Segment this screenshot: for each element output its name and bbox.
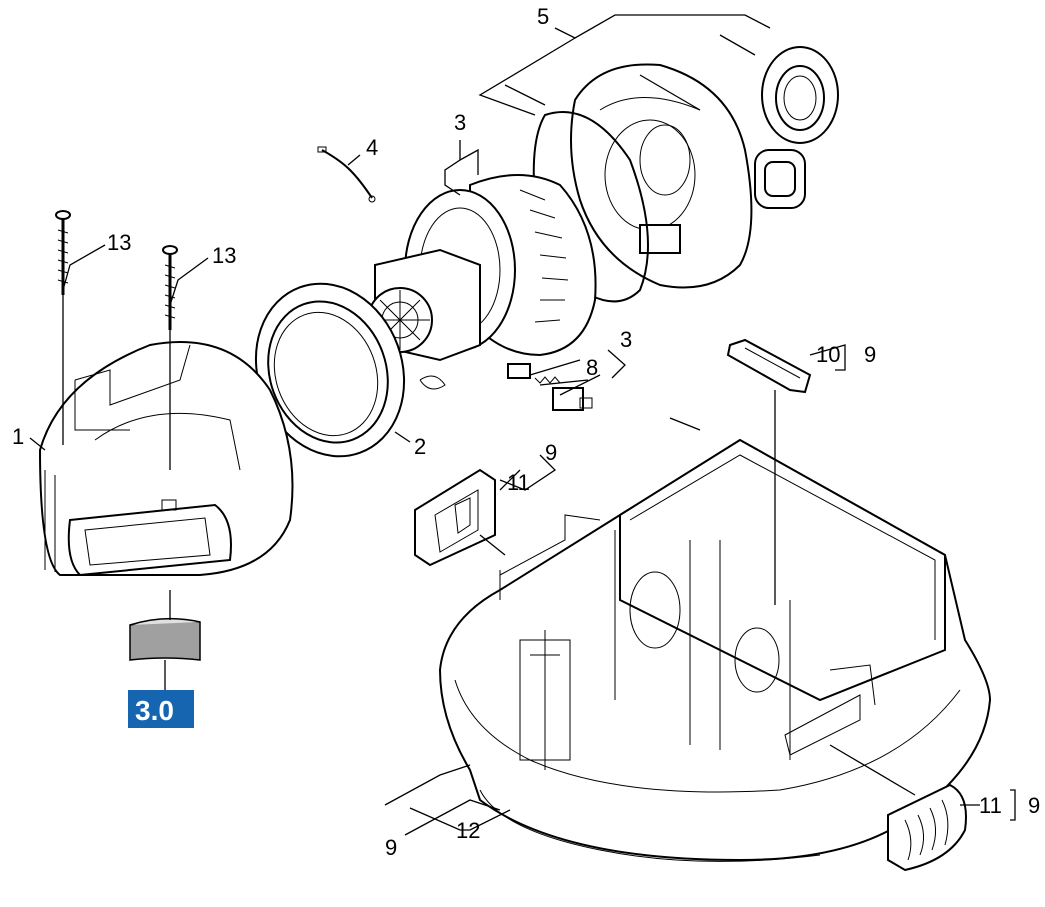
part-clip-upper xyxy=(414,468,496,567)
callout-3-brush: 3 xyxy=(620,327,632,352)
callout-labels: 5 4 3 13 13 1 2 3 8 10 9 9 11 11 9 12 9 xyxy=(12,4,1040,860)
callout-9-bar: 9 xyxy=(864,342,876,367)
callout-13-left: 13 xyxy=(107,230,131,255)
leader-lines xyxy=(29,14,1016,836)
callout-9-clip: 9 xyxy=(545,440,557,465)
part-cable xyxy=(317,146,376,203)
part-seal-ring xyxy=(761,46,839,144)
part-screw-left xyxy=(55,210,71,295)
callout-11-grille: 11 xyxy=(979,793,1002,818)
reference-badge[interactable]: 3.0 xyxy=(128,690,194,728)
part-brushes xyxy=(507,363,593,411)
badge-background xyxy=(128,690,194,728)
callout-12: 12 xyxy=(456,818,480,843)
callout-9-base: 9 xyxy=(385,835,397,860)
part-filter xyxy=(129,617,201,661)
callout-1: 1 xyxy=(12,424,24,449)
part-base xyxy=(438,438,992,862)
part-handle-bar xyxy=(726,338,812,394)
callout-11-clip: 11 xyxy=(507,470,530,495)
callout-13-right: 13 xyxy=(212,243,236,268)
badge-label: 3.0 xyxy=(135,695,174,726)
callout-8: 8 xyxy=(586,355,598,380)
part-seal-square xyxy=(754,149,806,209)
callout-3-motor: 3 xyxy=(454,110,466,135)
callout-10: 10 xyxy=(816,342,840,367)
callout-9-grille: 9 xyxy=(1028,793,1040,818)
part-grille-lower xyxy=(887,783,967,872)
callout-2: 2 xyxy=(414,434,426,459)
callout-4: 4 xyxy=(366,135,378,160)
part-motor-housing xyxy=(38,341,294,577)
part-rear-cover xyxy=(532,63,753,303)
callout-5: 5 xyxy=(537,4,549,29)
